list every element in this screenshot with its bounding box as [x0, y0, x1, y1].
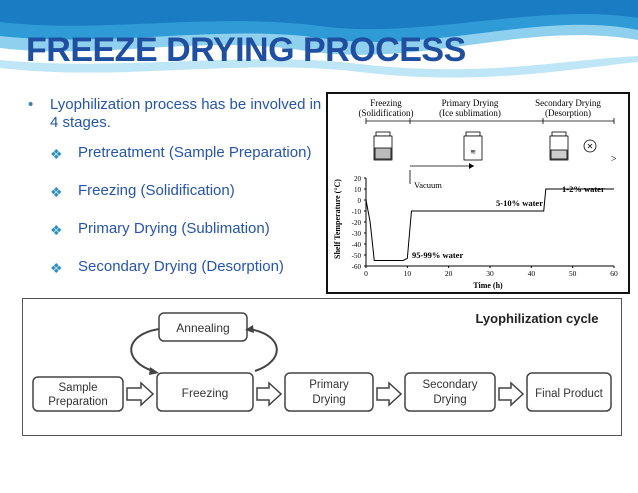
- diamond-bullet-icon: ❖: [50, 146, 63, 162]
- x-tick-label: 30: [486, 269, 494, 278]
- x-tick-label: 20: [445, 269, 453, 278]
- sub-bullet: ❖ Secondary Drying (Desorption): [28, 258, 328, 276]
- sub-bullet: ❖ Primary Drying (Sublimation): [28, 220, 328, 238]
- arrowhead-icon: [245, 325, 254, 333]
- vacuum-arrowhead-icon: [469, 163, 474, 169]
- phase-label: (Solidification): [359, 108, 414, 118]
- header-wave-band: [0, 0, 638, 78]
- phase-label: Primary Drying: [442, 98, 499, 108]
- flow-arrow-icon: [256, 381, 283, 407]
- y-tick-label: 0: [358, 197, 362, 205]
- bullet-dot-icon: •: [28, 96, 34, 113]
- x-tick-label: 0: [364, 269, 368, 278]
- sample-prep-label: Sample: [59, 382, 98, 394]
- sub-bullet: ❖ Freezing (Solidification): [28, 182, 328, 200]
- annealing-box: [158, 312, 248, 342]
- sub-bullet-text: Pretreatment (Sample Preparation): [78, 144, 312, 161]
- no-water-icon: ✕: [587, 142, 594, 151]
- phase-label: Freezing: [370, 98, 402, 108]
- sub-bullet: ❖ Pretreatment (Sample Preparation): [28, 144, 328, 162]
- cycle-title: Lyophilization cycle: [475, 311, 598, 326]
- y-tick-label: -30: [352, 230, 362, 238]
- loop-arrow-left: [130, 328, 160, 372]
- primary-drying-box: [284, 372, 374, 412]
- y-tick-label: -50: [352, 252, 362, 260]
- no-water-icon: [583, 139, 597, 153]
- y-axis-label: Shelf Temperature (°C): [333, 179, 342, 259]
- y-tick-label: -40: [352, 241, 362, 249]
- secondary-drying-label: Secondary: [423, 379, 478, 391]
- y-tick-label: -60: [352, 263, 362, 271]
- lyophilization-cycle-diagram: Lyophilization cycle Annealing Sample Pr…: [22, 298, 622, 436]
- vial-icon: [373, 131, 393, 161]
- freeze-drying-figure: Freezing (Solidification) Primary Drying…: [326, 92, 630, 294]
- secondary-drying-label: Drying: [433, 394, 466, 406]
- diamond-bullet-icon: ❖: [50, 222, 63, 238]
- phase-label: (Ice sublimation): [439, 108, 501, 118]
- y-tick-label: 20: [354, 175, 362, 183]
- y-ticks: 20 10 0 -10 -20 -30 -40 -50 -60: [352, 175, 366, 271]
- slide-title: FREEZE DRYING PROCESS: [26, 31, 466, 69]
- x-tick-label: 40: [528, 269, 536, 278]
- secondary-drying-box: [404, 372, 496, 412]
- svg-text:≋: ≋: [470, 148, 476, 156]
- freezing-box: [156, 372, 254, 412]
- diamond-bullet-icon: ❖: [50, 184, 63, 200]
- vial-icon: ≋: [463, 131, 483, 161]
- x-tick-label: 60: [610, 269, 618, 278]
- x-tick-label: 10: [404, 269, 412, 278]
- flow-arrow-icon: [498, 381, 525, 407]
- arrowhead-icon: [149, 367, 159, 375]
- y-tick-label: -10: [352, 208, 362, 216]
- final-product-label: Final Product: [535, 388, 604, 400]
- y-tick-label: 10: [354, 186, 362, 194]
- primary-drying-label: Primary: [309, 379, 349, 391]
- arrow-right-icon: >: [611, 154, 617, 165]
- x-ticks: 0 10 20 30 40 50 60: [364, 266, 618, 278]
- sub-bullet-text: Secondary Drying (Desorption): [78, 258, 284, 275]
- cycle-svg: Lyophilization cycle Annealing Sample Pr…: [32, 311, 612, 412]
- annealing-label: Annealing: [176, 321, 229, 335]
- annotation: 1-2% water: [562, 184, 605, 194]
- vial-icon: [549, 131, 569, 161]
- phase-label: Secondary Drying: [535, 98, 601, 108]
- vacuum-label: Vacuum: [414, 180, 442, 190]
- sample-preparation-box: [32, 376, 124, 412]
- freezing-label: Freezing: [182, 386, 229, 400]
- sample-prep-label: Preparation: [48, 396, 107, 408]
- phase-brackets: [365, 118, 615, 124]
- sub-bullet-text: Freezing (Solidification): [78, 182, 235, 199]
- annotation: 5-10% water: [496, 198, 543, 208]
- bullet-main-text: Lyophilization process has be involved i…: [50, 96, 322, 131]
- diamond-bullet-icon: ❖: [50, 260, 63, 276]
- y-tick-label: -20: [352, 219, 362, 227]
- bullet-list: • Lyophilization process has be involved…: [28, 96, 328, 296]
- x-axis-label: Time (h): [473, 281, 503, 290]
- bullet-main: • Lyophilization process has be involved…: [28, 96, 328, 132]
- flow-arrow-icon: [126, 381, 155, 407]
- x-tick-label: 50: [569, 269, 577, 278]
- temperature-curve: [365, 188, 614, 261]
- annotation: 95-99% water: [412, 250, 463, 260]
- flow-arrow-icon: [376, 381, 403, 407]
- primary-drying-label: Drying: [312, 394, 345, 406]
- final-product-box: [526, 372, 612, 412]
- sub-bullet-text: Primary Drying (Sublimation): [78, 220, 270, 237]
- loop-arrow-right: [248, 328, 278, 372]
- phase-label: (Desorption): [545, 108, 591, 118]
- figure-svg: Freezing (Solidification) Primary Drying…: [333, 98, 618, 290]
